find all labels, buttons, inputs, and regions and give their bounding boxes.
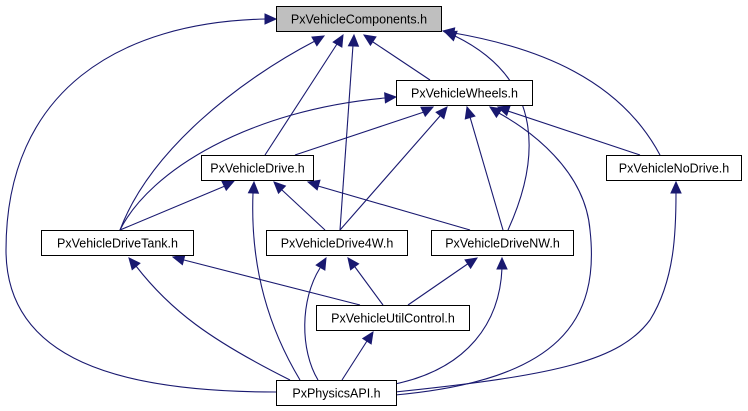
node-label: PxPhysicsAPI.h [292,387,380,401]
edge-drivetank-to-components [119,35,326,231]
arrowhead-icon [128,257,141,271]
edge-line [119,97,386,231]
edge-nodrive-to-wheels [496,105,641,156]
arrowhead-icon [464,105,476,120]
arrowhead-icon [306,179,321,191]
edge-drivetank-to-wheels [119,92,398,231]
arrowhead-icon [496,256,508,270]
edge-drivenw-to-wheels [464,105,504,231]
arrowhead-icon [441,27,456,39]
arrowhead-icon [221,180,236,192]
edge-line [454,35,530,231]
edge-drive4w-to-wheels [339,106,448,231]
arrowhead-icon [315,256,327,271]
arrowhead-icon [361,330,374,345]
node-label: PxVehicleDrive.h [210,162,305,176]
edge-wheels-to-components [362,34,431,81]
edge-line [119,185,226,231]
edge-line [119,40,316,231]
arrowhead-icon [332,33,344,48]
edge-line [317,185,471,231]
edges-layer [5,13,682,396]
edge-line [183,259,361,306]
edge-drive4w-to-components [339,33,360,231]
arrowhead-icon [247,180,260,194]
edge-line [252,192,301,381]
edge-line [372,41,431,81]
edge-line [453,32,661,156]
edge-utilcontrol-to-drivenw [407,257,479,306]
edge-drivenw-to-components [443,30,530,231]
edge-line [264,43,338,156]
edge-line [5,18,277,393]
edge-drivenw-to-drive [306,179,471,231]
edge-line [304,267,321,381]
edge-utilcontrol-to-drive4w [347,257,384,306]
edge-line [281,189,326,231]
edge-drive-to-wheels [294,106,435,156]
node-pxvehiclewheels[interactable]: PxVehicleWheels.h [396,80,533,106]
arrowhead-icon [347,257,360,271]
edge-line [469,116,504,231]
arrowhead-icon [311,35,326,47]
node-pxvehicledrivenw[interactable]: PxVehicleDriveNW.h [431,230,574,256]
arrowhead-icon [347,33,360,47]
edge-physicsapi-to-wheels [394,106,592,396]
edge-physicsapi-to-components [5,13,278,393]
edge-line [341,340,368,381]
edge-physicsapi-to-drivenw [389,256,508,386]
edge-physicsapi-to-nodrive [394,180,682,393]
edge-line [394,192,677,393]
edge-drivetank-to-drive [119,180,236,231]
nodes-layer: PxVehicleComponents.h PxVehicleWheels.h … [41,6,742,406]
arrowhead-icon [420,106,435,118]
edge-physicsapi-to-drivetank [128,257,291,381]
edge-nodrive-to-components [441,27,661,156]
edge-utilcontrol-to-drivetank [171,254,361,306]
arrowhead-icon [264,13,278,25]
arrowhead-icon [273,181,287,195]
node-label: PxVehicleDrive4W.h [281,237,394,251]
edge-line [339,115,441,231]
edge-line [389,267,503,386]
node-pxphysicsapi[interactable]: PxPhysicsAPI.h [276,380,397,406]
arrowhead-icon [384,92,398,104]
edge-physicsapi-to-drive [247,180,301,381]
node-pxvehiclecomponents[interactable]: PxVehicleComponents.h [276,6,442,32]
node-label: PxVehicleWheels.h [411,87,518,101]
arrowhead-icon [362,34,377,47]
arrowhead-icon [171,254,186,266]
node-pxvehicleutilcontrol[interactable]: PxVehicleUtilControl.h [316,305,470,331]
node-label: PxVehicleComponents.h [291,13,427,27]
edge-line [394,111,592,396]
arrowhead-icon [435,106,448,120]
arrowhead-icon [464,257,479,270]
edge-drive-to-components [264,33,344,156]
node-label: PxVehicleDriveNW.h [445,237,560,251]
node-label: PxVehicleDriveTank.h [57,237,178,251]
node-label: PxVehicleNoDrive.h [619,162,730,176]
node-pxvehicledrivetank[interactable]: PxVehicleDriveTank.h [41,230,194,256]
node-pxvehicledrive[interactable]: PxVehicleDrive.h [201,155,314,181]
arrowhead-icon [488,106,503,119]
edge-drive4w-to-drive [273,181,326,231]
node-pxvehicledrive4w[interactable]: PxVehicleDrive4W.h [266,230,408,256]
edge-line [135,265,291,381]
node-pxvehiclenodrive[interactable]: PxVehicleNoDrive.h [606,155,742,181]
edge-line [354,266,384,306]
edge-physicsapi-to-drive4w [304,256,327,381]
node-label: PxVehicleUtilControl.h [331,312,455,326]
edge-line [294,111,425,156]
arrowhead-icon [670,180,682,194]
edge-line [507,110,641,156]
edge-line [407,262,470,306]
edge-physicsapi-to-utilcontrol [341,330,374,381]
